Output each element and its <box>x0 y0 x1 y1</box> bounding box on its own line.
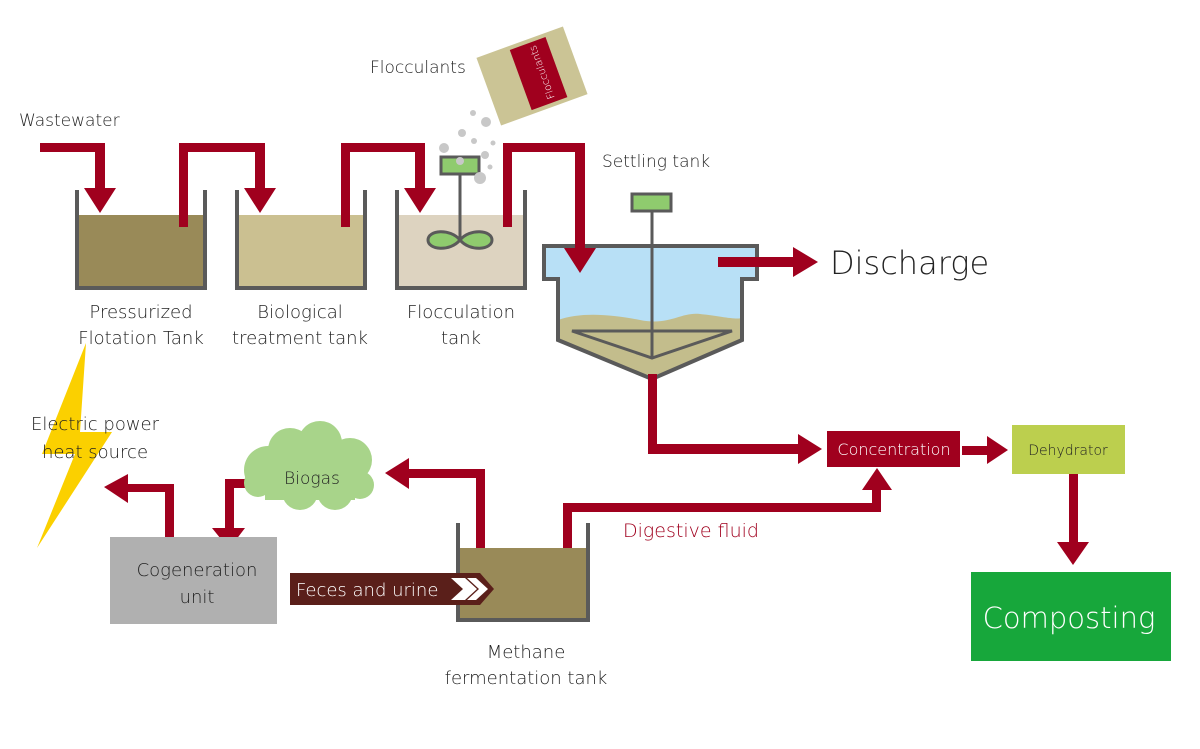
biological-treatment-tank <box>235 190 367 290</box>
biological-tank-label-line2: treatment tank <box>232 328 368 349</box>
tank-wall <box>235 190 367 290</box>
composting-box <box>971 572 1171 661</box>
electric-power-label-line1: Electric power <box>31 414 160 435</box>
mixer-impeller-icon <box>426 155 494 250</box>
dehydrator-label: Dehydrator <box>1028 443 1108 459</box>
pressurized-flotation-tank <box>75 190 207 290</box>
electric-power-label-line2: heat source <box>42 442 148 463</box>
methane-tank-label-line1: Methane <box>487 642 566 663</box>
biological-tank-label-line1: Biological <box>257 302 343 323</box>
concentration-label: Concentration <box>837 440 950 459</box>
pipe-tank1-to-tank2 <box>179 143 276 227</box>
pipe-settling-to-concentration <box>648 374 822 464</box>
lightning-bolt-icon <box>37 343 112 548</box>
dehydrator-box <box>1012 425 1125 474</box>
tank-sludge <box>558 313 742 379</box>
flocculant-particles <box>439 110 496 184</box>
feces-urine-arrow <box>290 573 494 605</box>
digestive-fluid-label: Digestive fluid <box>623 520 759 542</box>
settling-motor-icon <box>630 192 673 213</box>
pressurized-tank-label-line1: Pressurized <box>89 302 192 323</box>
concentration-box <box>827 431 960 467</box>
pipe-tank3-to-settling <box>503 143 596 273</box>
flocculant-bag-icon: Flocculants <box>476 26 588 126</box>
scraper-icon <box>571 329 733 360</box>
pipe-discharge <box>718 247 818 277</box>
pipe-dehydrator-to-composting <box>1057 474 1089 565</box>
flocculation-tank <box>395 155 527 290</box>
flocculation-tank-label-line2: tank <box>441 328 481 349</box>
cloud-icon <box>244 421 374 510</box>
pipe-biogas-to-cogeneration <box>212 479 245 549</box>
wastewater-label: Wastewater <box>19 111 120 131</box>
pipe-tank2-to-tank3 <box>341 143 436 227</box>
composting-label: Composting <box>983 601 1156 635</box>
tank-wall <box>395 190 527 290</box>
settling-tank-label: Settling tank <box>602 152 710 172</box>
pipe-digestive-fluid <box>563 468 892 550</box>
cogeneration-label-line1: Cogeneration <box>137 560 258 581</box>
biogas-label: Biogas <box>284 469 340 489</box>
pipe-cogeneration-to-electric <box>104 474 174 548</box>
pressurized-tank-label-line2: Flotation Tank <box>78 328 204 349</box>
pipe-methane-to-biogas <box>385 458 485 550</box>
flocculants-label: Flocculants <box>370 58 466 78</box>
cogeneration-label-line2: unit <box>180 587 215 608</box>
pipes-top <box>40 143 1089 565</box>
settling-tank <box>542 192 759 382</box>
tank-wall <box>456 523 590 622</box>
cogeneration-unit-box <box>110 537 277 624</box>
pipe-wastewater-in <box>40 143 116 213</box>
tank-liquid <box>77 215 205 288</box>
tank-wall <box>75 190 207 290</box>
flocculation-tank-label-line1: Flocculation <box>407 302 515 323</box>
methane-tank-label-line2: fermentation tank <box>445 668 608 689</box>
discharge-label: Discharge <box>830 244 989 282</box>
pipe-concentration-to-dehydrator <box>962 436 1008 464</box>
tank-liquid <box>237 215 365 288</box>
feces-urine-label: Feces and urine <box>296 580 438 601</box>
